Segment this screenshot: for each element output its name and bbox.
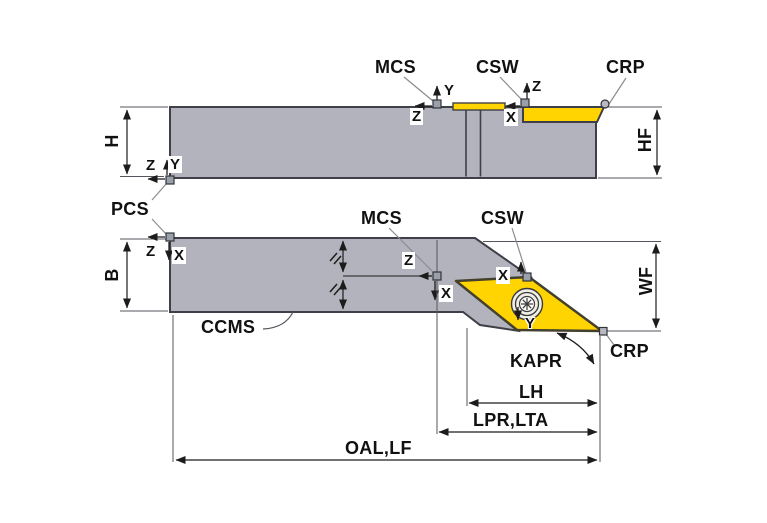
label-csw-top: CSW [481,208,524,228]
dim-label-kapr: KAPR [510,351,563,371]
top-view [120,227,661,464]
pcs-marker [165,232,175,242]
label-csw-side: CSW [476,57,519,77]
label-ccms: CCMS [201,317,256,337]
leader-line [608,77,627,105]
axis-label-z-pcs-side: Z [144,157,158,174]
axis-label-z-pcs-top: Z [144,243,158,260]
leader-line [151,182,168,201]
crp-marker [600,99,610,109]
axis-label-y-mcs-side: Y [442,82,457,99]
axis-label-x-pcs-top: X [172,247,187,264]
axis-label-z-csw-side: Z [530,78,544,95]
csw-marker [522,272,532,282]
axis-label-z-mcs-top: Z [402,252,416,269]
label-crp-top: CRP [610,341,649,361]
mcs-marker [432,99,442,109]
kapr-angle-arc [556,332,595,365]
crp-marker [598,326,608,336]
pcs-marker [165,175,175,185]
equal-marks [329,252,342,296]
axis-label-y-pcs-side: Y [168,156,183,173]
side-view [120,76,662,235]
dim-label-oal-lf: OAL,LF [345,438,412,458]
dim-label-lh: LH [519,382,544,402]
dim-label-hf: HF [635,127,655,153]
label-mcs-side: MCS [375,57,416,77]
dim-label-h: H [102,134,122,148]
leader-line [511,227,527,273]
axis-label-y-csw-top: Y [525,315,536,332]
label-mcs-top: MCS [361,208,402,228]
leader-line [403,76,434,102]
mcs-marker [432,271,442,281]
dim-label-b: B [102,268,122,282]
top-shank [169,237,533,333]
axis-label-x-mcs-top: X [439,285,454,302]
leader-line [605,333,615,346]
dim-label-lpr-lta: LPR,LTA [473,410,549,430]
screw-icon [510,287,544,321]
side-insert [522,106,606,123]
leader-line [388,227,433,272]
csw-marker [520,98,530,108]
axis-label-z-mcs-side: Z [410,108,424,125]
label-crp-side: CRP [606,57,645,77]
leader-line [499,76,523,101]
ccms-leader [262,311,294,330]
axis-label-x-csw-top: X [496,267,511,284]
axis-label-x-csw-side: X [504,109,519,126]
dim-label-wf: WF [636,266,656,296]
leader-line [151,218,167,235]
side-shim-strip [452,102,506,111]
label-pcs: PCS [111,199,149,219]
